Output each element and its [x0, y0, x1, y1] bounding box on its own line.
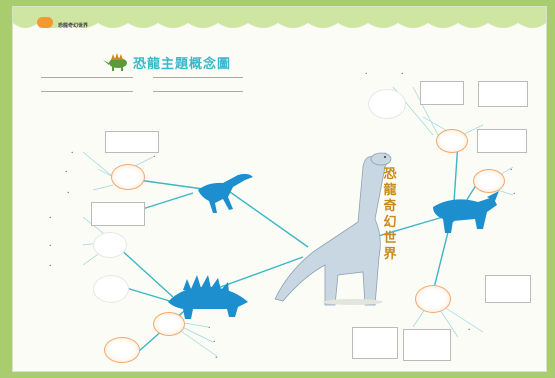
category-label — [441, 204, 481, 214]
field-line[interactable] — [153, 77, 243, 78]
answer-box[interactable] — [420, 81, 464, 105]
concept-bubble-orange[interactable] — [153, 312, 185, 336]
worksheet-title: 恐龍主題概念圖 — [133, 57, 232, 72]
answer-box[interactable] — [105, 131, 159, 153]
concept-label: • — [49, 243, 52, 248]
concept-label: • — [49, 263, 52, 268]
concept-bubble-orange[interactable] — [473, 169, 505, 193]
field-line[interactable] — [41, 77, 133, 78]
vertical-title-char: 奇 — [383, 199, 397, 214]
concept-label: • — [71, 150, 74, 155]
vertical-title-char: 龍 — [383, 183, 397, 198]
book-name: 恐龍奇幻世界 — [58, 23, 89, 29]
answer-box[interactable] — [352, 327, 398, 359]
concept-bubble-orange[interactable] — [436, 129, 468, 153]
category-label — [181, 291, 221, 301]
vertical-title-char: 界 — [383, 247, 397, 262]
answer-box[interactable] — [403, 329, 451, 361]
answer-box[interactable] — [91, 202, 145, 226]
concept-bubble-orange[interactable] — [104, 337, 140, 363]
concept-bubble-empty[interactable] — [368, 89, 406, 119]
publisher-logo-badge — [37, 17, 53, 28]
concept-bubble-empty[interactable] — [93, 232, 127, 258]
concept-label: • — [510, 167, 513, 172]
vertical-theme-title: 恐 龍 奇 幻 世 界 — [379, 167, 401, 263]
title-dino-icon — [103, 53, 127, 71]
concept-bubble-orange[interactable] — [111, 164, 145, 190]
vertical-title-char: 恐 — [383, 167, 397, 182]
concept-label: • — [153, 154, 156, 159]
concept-label: • — [365, 71, 368, 76]
concept-bubble-orange[interactable] — [415, 285, 451, 313]
concept-label: • — [468, 327, 471, 332]
concept-label: • — [65, 169, 68, 174]
brachiosaurus-illustration — [274, 152, 392, 306]
concept-label: • — [513, 191, 516, 196]
category-label — [209, 185, 239, 195]
concept-label: • — [213, 339, 216, 344]
vertical-title-char: 幻 — [383, 215, 397, 230]
worksheet-page: 恐龍奇幻世界 — [12, 6, 547, 372]
concept-label: • — [67, 190, 70, 195]
concept-label: • — [401, 71, 404, 76]
concept-label: • — [49, 215, 52, 220]
field-line[interactable] — [41, 91, 133, 92]
answer-box[interactable] — [477, 129, 527, 153]
answer-box[interactable] — [478, 81, 528, 107]
grass-header-decoration — [13, 7, 546, 28]
concept-label: • — [208, 325, 211, 330]
concept-label: • — [215, 355, 218, 360]
answer-box[interactable] — [485, 275, 531, 303]
concept-bubble-empty[interactable] — [93, 275, 129, 303]
field-line[interactable] — [153, 91, 243, 92]
vertical-title-char: 世 — [383, 231, 397, 246]
connector-lines-layer — [82, 53, 514, 358]
